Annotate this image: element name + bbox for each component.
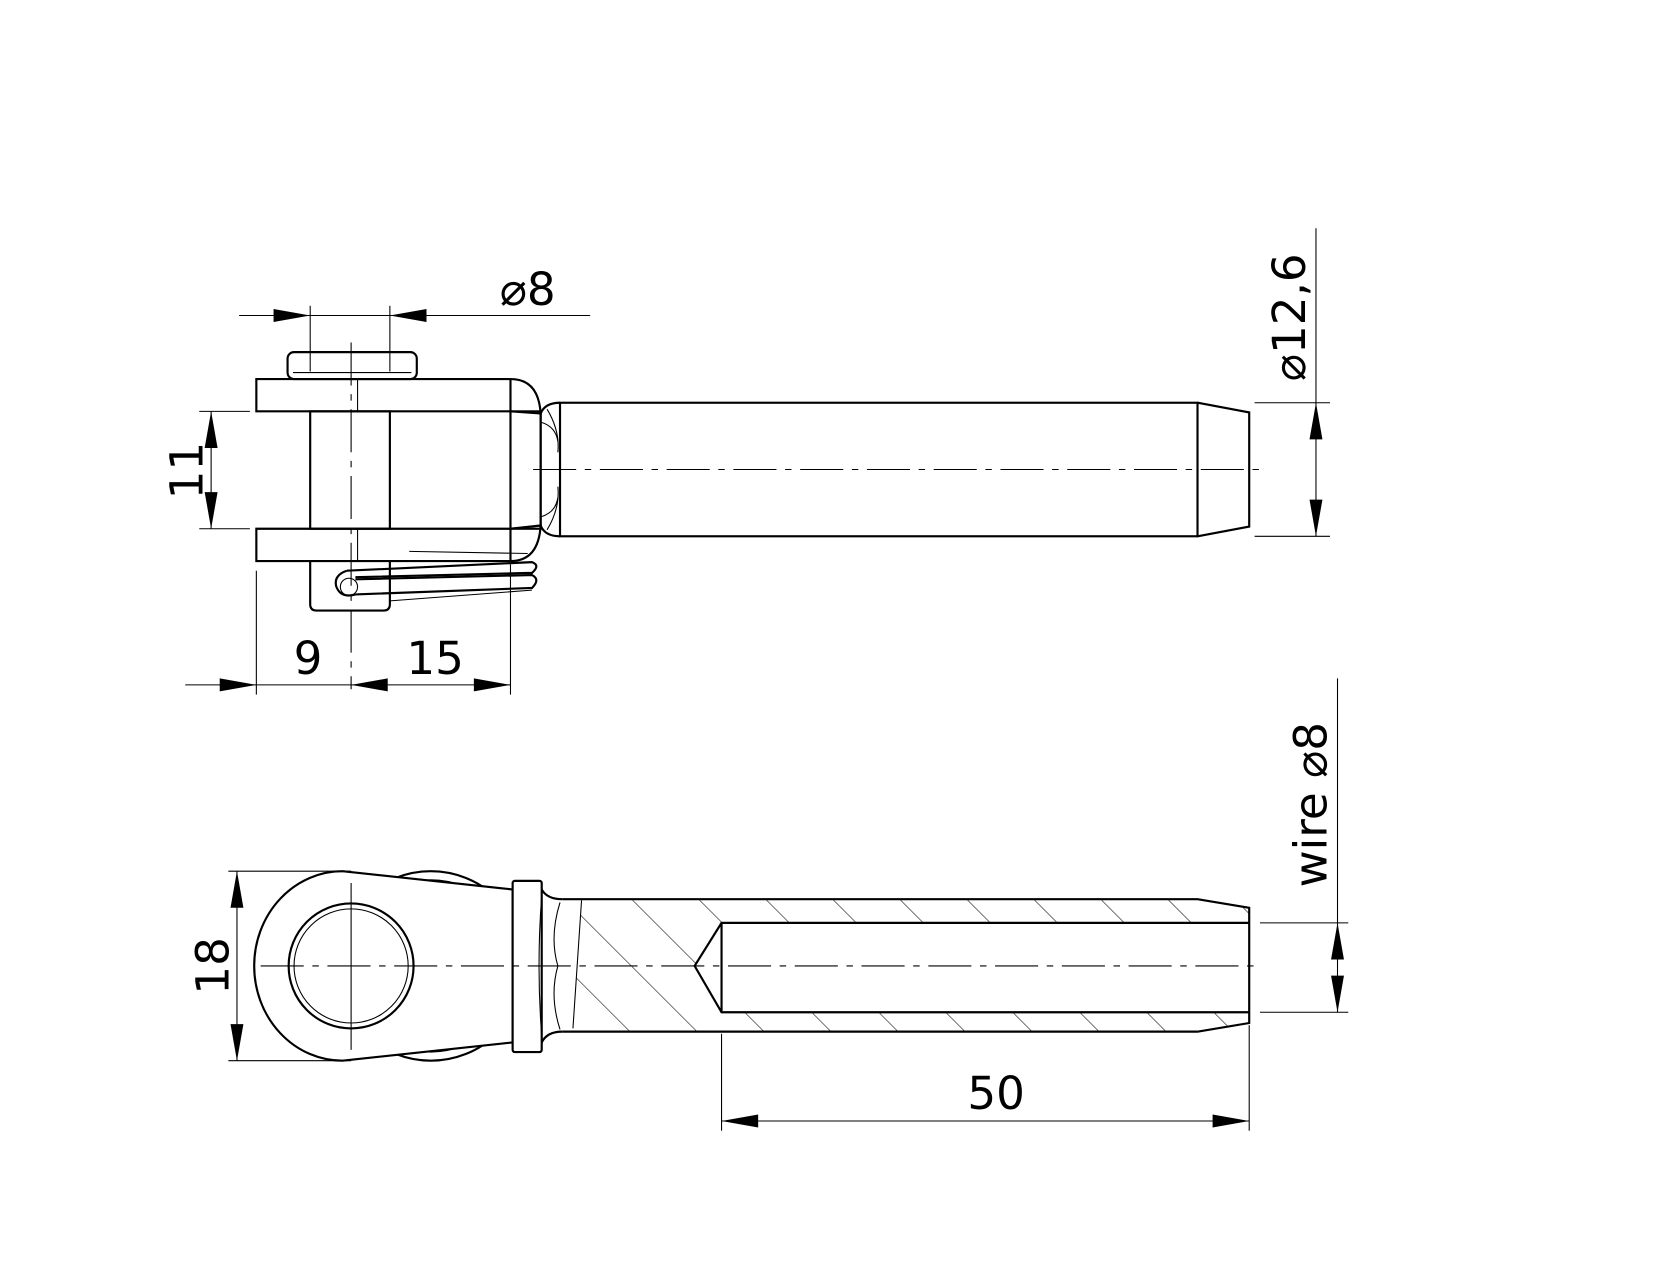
dimension-label: 18 — [186, 937, 239, 995]
pin-head — [286, 351, 418, 381]
lower-jaw — [255, 524, 542, 563]
dimension-label: 11 — [161, 442, 214, 500]
shaft-taper — [1197, 401, 1251, 538]
side-view-fork-terminal — [253, 870, 1263, 1062]
dimension-eye-height: 18 — [186, 870, 352, 1062]
upper-jaw — [255, 377, 542, 415]
pin-end — [309, 561, 391, 612]
pin-body — [309, 410, 391, 530]
dimension-jaw-gap: 11 — [161, 410, 250, 530]
dimension-pin-diameter: ⌀8 — [239, 263, 591, 372]
neck — [540, 888, 563, 1043]
top-view-fork-terminal — [255, 342, 1263, 690]
dimension-label: wire ⌀8 — [1285, 722, 1338, 887]
dimension-shaft-diameter: ⌀12,6 — [1254, 228, 1330, 537]
dimension-wire-diameter: wire ⌀8 — [1259, 678, 1349, 1013]
dimension-label: ⌀12,6 — [1263, 253, 1316, 381]
bore — [693, 921, 1250, 1014]
dimension-label: ⌀8 — [500, 263, 556, 316]
dimension-bore-depth: 50 — [721, 1025, 1250, 1131]
dimension-label: 15 — [406, 632, 464, 685]
dimension-label: 9 — [294, 632, 323, 685]
dimension-pin-position: 9 15 — [185, 564, 512, 695]
split-pin — [334, 550, 538, 602]
section-hatching — [572, 899, 1250, 1032]
jaw-body — [509, 410, 542, 530]
dimension-label: 50 — [967, 1067, 1025, 1120]
